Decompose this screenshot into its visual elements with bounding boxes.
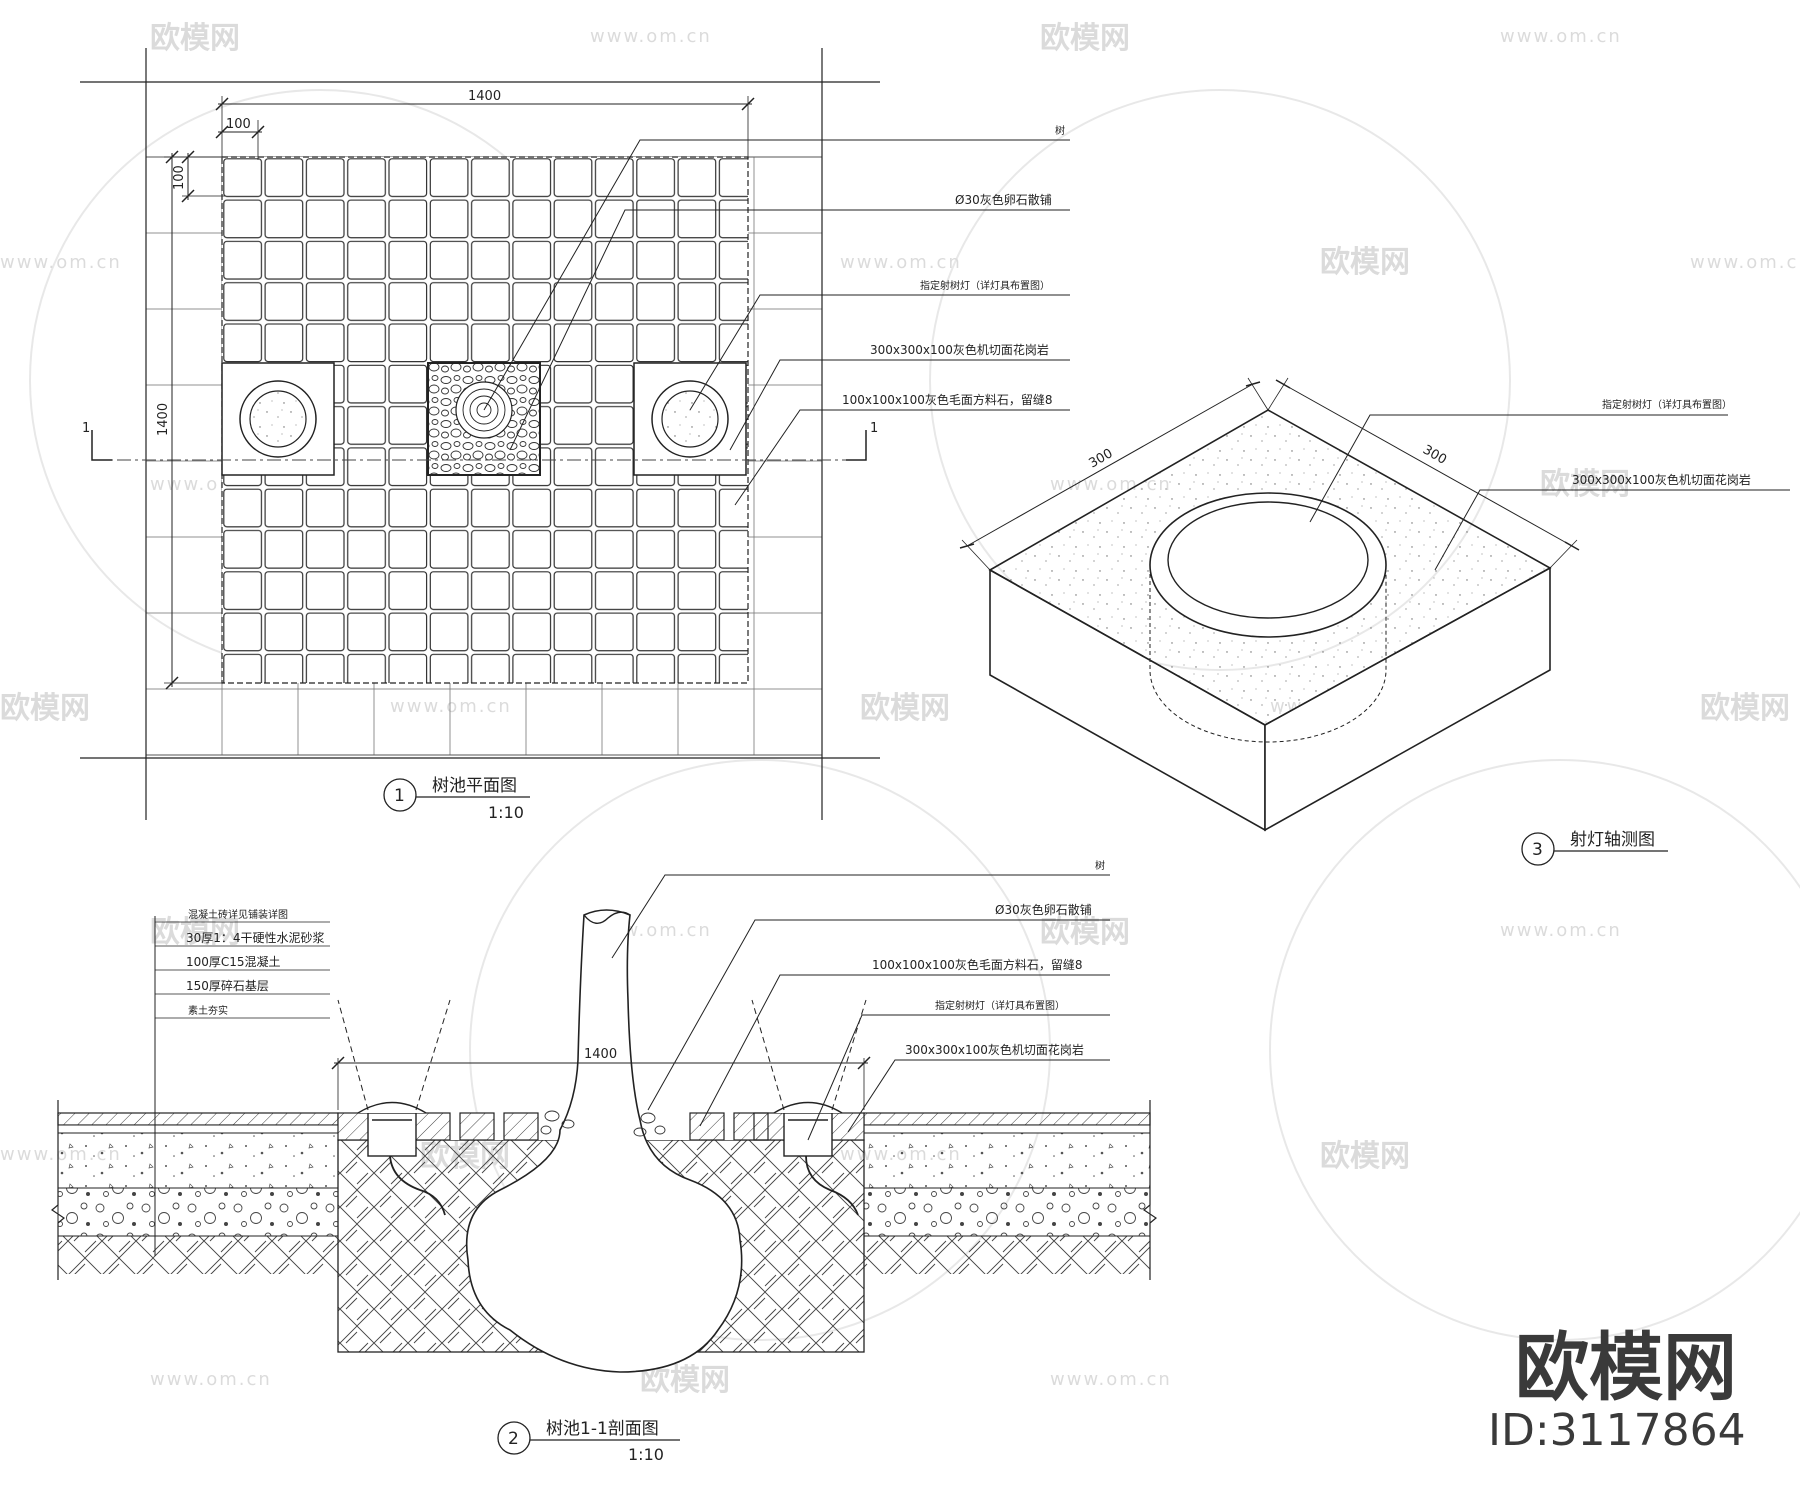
plan-label-granite: 300x300x100灰色机切面花岗岩 xyxy=(870,342,1049,357)
section-view: 1400 混凝土砖详见铺装详图 30厚1：4干硬性水泥砂浆 100厚C15混凝土… xyxy=(50,859,1158,1464)
watermark-text: 欧模网 xyxy=(1040,21,1130,56)
section-scale: 1:10 xyxy=(628,1445,664,1464)
dim-overall-vertical: 1400 xyxy=(156,403,171,436)
watermark-url: www.om.cn xyxy=(0,252,122,273)
spotlight-icon xyxy=(661,390,719,448)
plan-view: 1 1 1400 100 1400 100 xyxy=(80,48,1070,822)
watermark-url: www.om.cn xyxy=(1690,252,1800,273)
watermark-url: www.om.cn xyxy=(1500,920,1622,941)
plan-label-tree: 树 xyxy=(1055,124,1065,137)
section-dim-width: 1400 xyxy=(584,1047,617,1062)
section-label-spotlight: 指定射树灯（详灯具布置图） xyxy=(935,999,1065,1012)
plan-title-number: 1 xyxy=(394,786,405,806)
watermark-text: 欧模网 xyxy=(150,21,240,56)
plan-leaders xyxy=(483,139,1070,506)
section-label-pebble: Ø30灰色卵石散铺 xyxy=(995,902,1092,917)
iso-title: 射灯轴测图 xyxy=(1570,830,1655,850)
tree-root-ball xyxy=(465,909,743,1373)
section-paving-left xyxy=(57,1112,339,1126)
section-mark-right: 1 xyxy=(870,421,878,436)
iso-title-number: 3 xyxy=(1532,840,1543,860)
spotlight-icon xyxy=(337,999,451,1216)
iso-label-granite: 300x300x100灰色机切面花岗岩 xyxy=(1572,472,1751,487)
plan-label-setts: 100x100x100灰色毛面方料石，留缝8 xyxy=(842,392,1053,407)
brand-logo-text: 欧模网 xyxy=(1515,1325,1737,1411)
section-gravel-right xyxy=(863,1187,1151,1237)
iso-dim-b: 300 xyxy=(1420,442,1449,467)
watermark-url: www.om.cn xyxy=(1500,26,1622,47)
plan-label-pebble: Ø30灰色卵石散铺 xyxy=(955,192,1052,207)
watermark-text: 欧模网 xyxy=(1540,467,1630,502)
layer-gravel: 150厚碎石基层 xyxy=(186,978,269,993)
watermark-url: www.om.cn xyxy=(840,252,962,273)
section-concrete-left xyxy=(57,1132,339,1189)
section-label-tree: 树 xyxy=(1095,859,1105,872)
section-paving-right xyxy=(863,1112,1151,1126)
iso-dim-a: 300 xyxy=(1087,446,1116,471)
watermark-text: 欧模网 xyxy=(1320,1139,1410,1174)
spotlight-icon xyxy=(751,999,867,1216)
brand-id: ID:3117864 xyxy=(1488,1405,1746,1456)
plan-scale: 1:10 xyxy=(488,803,524,822)
layer-concrete: 100厚C15混凝土 xyxy=(186,954,281,969)
plan-label-spotlight: 指定射树灯（详灯具布置图） xyxy=(920,279,1050,292)
plan-title: 树池平面图 xyxy=(432,776,517,796)
section-pebbles xyxy=(540,1110,666,1137)
watermark-url: www.om.cn xyxy=(1050,1369,1172,1390)
section-gravel-left xyxy=(57,1187,339,1237)
iso-label-spotlight: 指定射树灯（详灯具布置图） xyxy=(1602,398,1732,411)
section-leaders xyxy=(611,874,1110,1141)
layer-soil: 素土夯实 xyxy=(188,1004,228,1017)
watermark-url: www.om.cn xyxy=(150,1369,272,1390)
watermark-text: 欧模网 xyxy=(150,915,240,950)
layer-paving: 混凝土砖详见铺装详图 xyxy=(188,908,288,921)
section-concrete-right xyxy=(863,1132,1151,1189)
section-label-granite: 300x300x100灰色机切面花岗岩 xyxy=(905,1042,1084,1057)
watermark-text: 欧模网 xyxy=(0,691,90,726)
section-title-number: 2 xyxy=(508,1429,519,1449)
spotlight-icon xyxy=(249,390,307,448)
watermark-text: 欧模网 xyxy=(1700,691,1790,726)
watermark-text: 欧模网 xyxy=(1320,245,1410,280)
watermark-text: 欧模网 xyxy=(1040,915,1130,950)
isometric-view: 300 300 指定射树灯（详灯具布置图） 300x300x100灰色机切面花岗… xyxy=(959,377,1790,866)
section-mark-left: 1 xyxy=(82,421,90,436)
layer-mortar: 30厚1：4干硬性水泥砂浆 xyxy=(186,930,325,945)
dim-tile-horizontal: 100 xyxy=(226,117,251,132)
section-title: 树池1-1剖面图 xyxy=(546,1419,659,1439)
dim-overall-horizontal: 1400 xyxy=(468,89,501,104)
dim-tile-vertical: 100 xyxy=(172,165,187,190)
section-label-setts: 100x100x100灰色毛面方料石，留缝8 xyxy=(872,957,1083,972)
watermark-url: www.om.cn xyxy=(590,26,712,47)
watermark-text: 欧模网 xyxy=(860,691,950,726)
